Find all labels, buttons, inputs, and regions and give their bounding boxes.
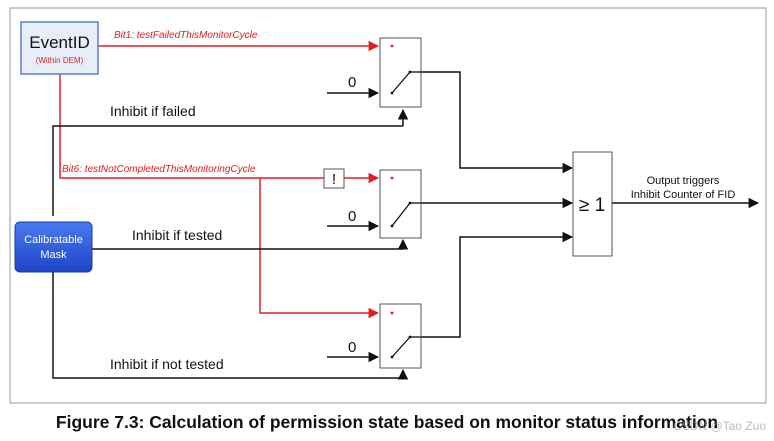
event-id-title: EventID bbox=[29, 33, 89, 52]
not-gate bbox=[323, 168, 345, 189]
inhibit-failed-label: Inhibit if failed bbox=[110, 103, 196, 119]
output-label-line1: Output triggers bbox=[647, 175, 720, 187]
zero-label-2: 0 bbox=[348, 208, 356, 225]
bit6-signal-line bbox=[59, 74, 380, 319]
zero-label-3: 0 bbox=[348, 339, 356, 356]
calibratable-mask-box bbox=[14, 221, 93, 273]
mask-label-line1: Calibratable bbox=[24, 234, 83, 246]
inhibit-failed-line bbox=[52, 108, 409, 216]
inhibit-not-tested-line bbox=[52, 272, 409, 380]
mask-label-line2: Mask bbox=[40, 249, 67, 261]
inhibit-tested-line bbox=[92, 238, 409, 250]
inhibit-not-tested-label: Inhibit if not tested bbox=[110, 356, 224, 372]
switch-1 bbox=[379, 37, 422, 108]
switch-2 bbox=[379, 169, 422, 239]
event-id-subtitle: (Within DEM) bbox=[36, 56, 84, 65]
switch-3 bbox=[379, 303, 422, 369]
switch-outputs bbox=[421, 71, 574, 338]
or-gate bbox=[572, 151, 613, 257]
event-id-box bbox=[20, 21, 99, 75]
bit1-label: Bit1: testFailedThisMonitorCycle bbox=[114, 30, 258, 41]
bit6-label: Bit6: testNotCompletedThisMonitoringCycl… bbox=[62, 164, 256, 175]
zero-label-1: 0 bbox=[348, 74, 356, 91]
or-gate-symbol: ≥ 1 bbox=[579, 195, 605, 216]
output-label-line2: Inhibit Counter of FID bbox=[631, 189, 736, 201]
inhibit-tested-label: Inhibit if tested bbox=[132, 227, 222, 243]
figure-caption: Figure 7.3: Calculation of permission st… bbox=[55, 412, 719, 432]
not-gate-symbol: ! bbox=[332, 171, 336, 188]
watermark: CSDN @Tao Zuo bbox=[673, 419, 766, 433]
